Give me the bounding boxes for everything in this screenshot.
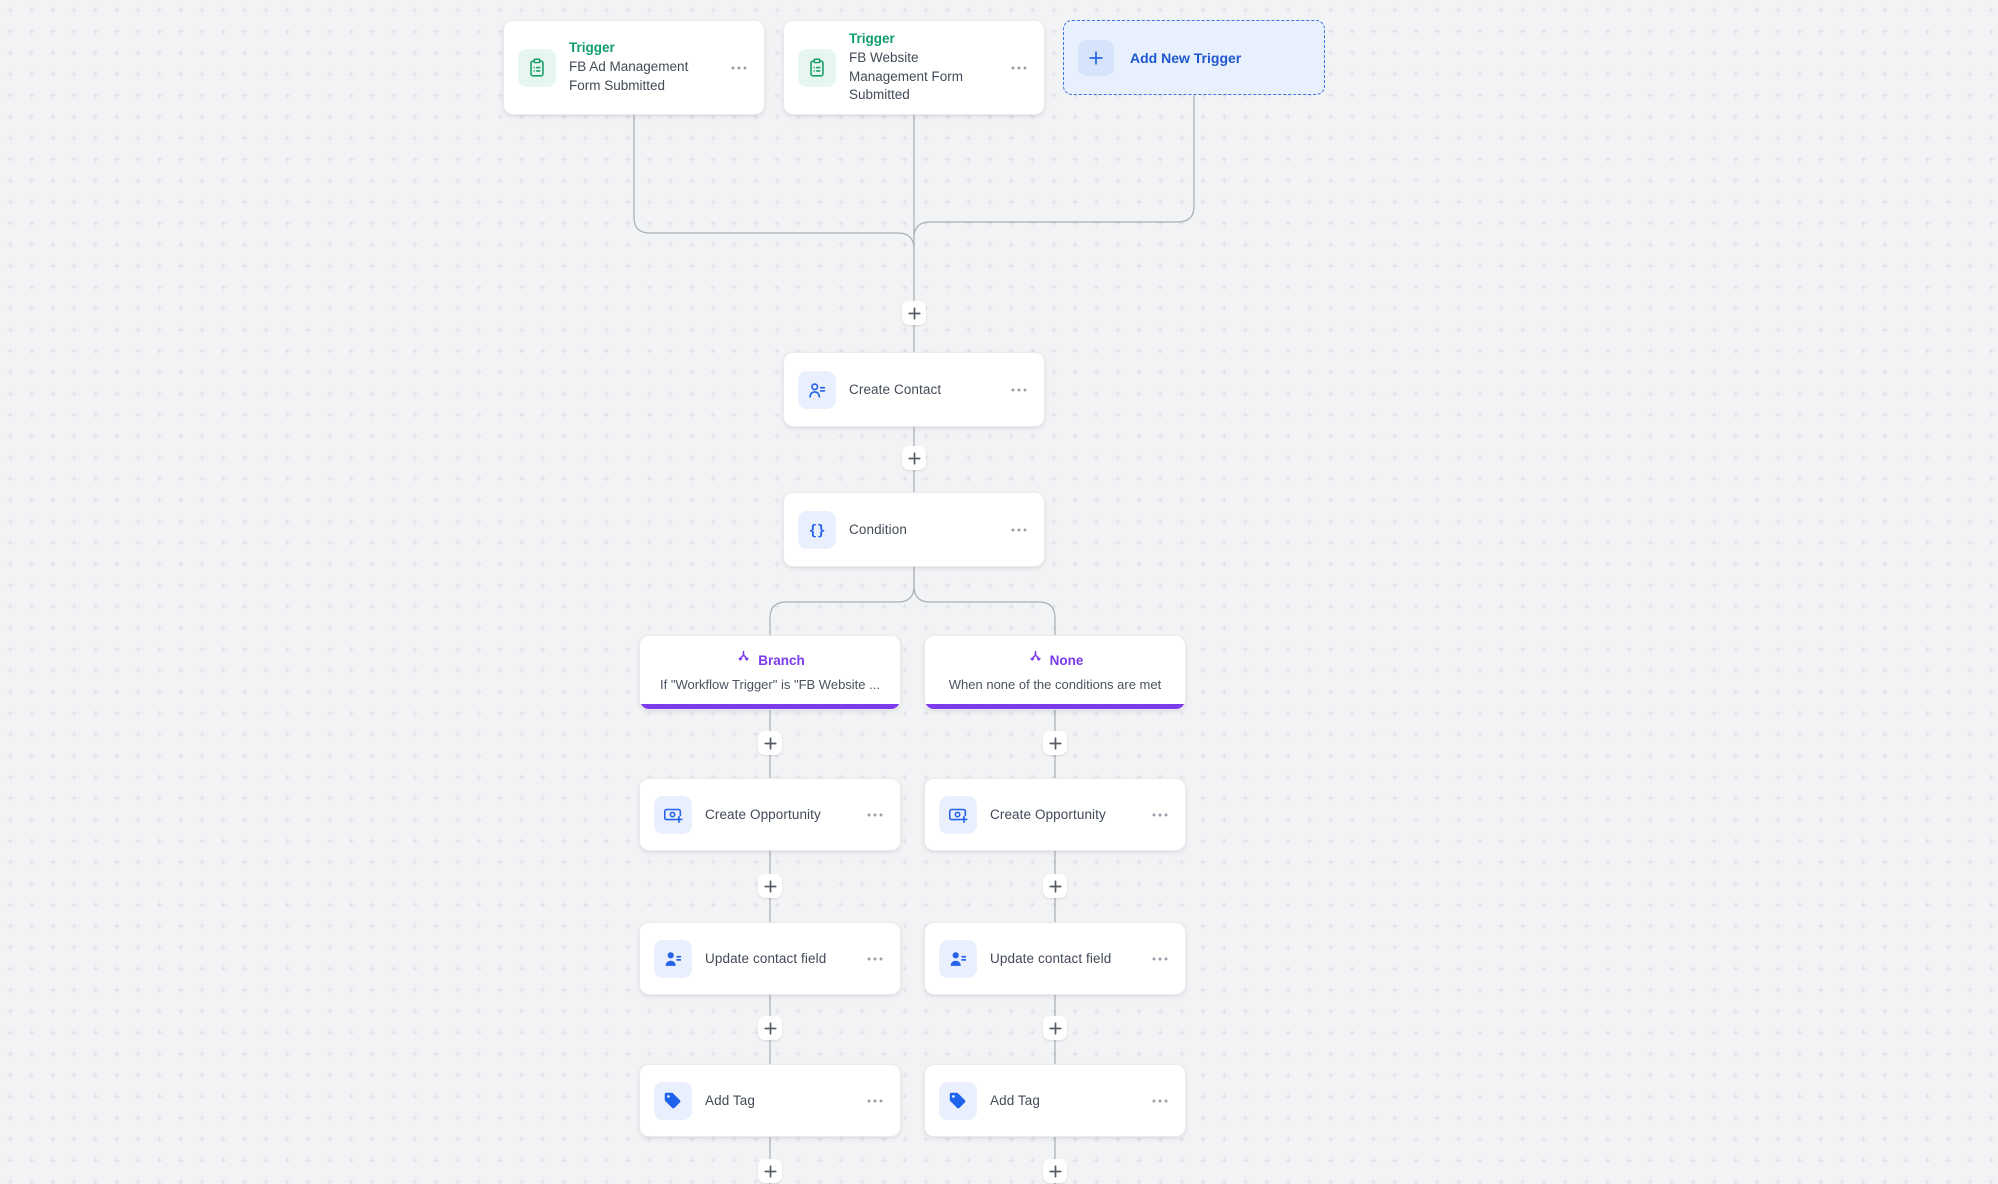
branch-title: None (1049, 652, 1084, 668)
node-label: Condition (849, 522, 907, 537)
add-step-button[interactable] (1043, 874, 1067, 898)
user-list-icon (798, 370, 836, 409)
add-new-trigger-button[interactable]: Add New Trigger (1063, 20, 1325, 95)
node-label: Add Tag (990, 1093, 1040, 1108)
branch-node[interactable]: Branch If "Workflow Trigger" is "FB Webs… (639, 635, 901, 710)
add-step-icon (1048, 1021, 1062, 1035)
add-step-button[interactable] (758, 1016, 782, 1040)
create-contact-node[interactable]: Create Contact (783, 352, 1045, 427)
more-options-button[interactable] (864, 952, 886, 966)
branch-accent-bar (925, 704, 1185, 709)
update-contact-field-node[interactable]: Update contact field (924, 922, 1186, 995)
add-step-icon (907, 306, 921, 320)
branch-accent-bar (640, 704, 900, 709)
trigger-badge: Trigger (849, 30, 895, 46)
add-step-icon (907, 451, 921, 465)
node-label: Add Tag (705, 1093, 755, 1108)
add-tag-node[interactable]: Add Tag (639, 1064, 901, 1137)
branch-subtitle: If "Workflow Trigger" is "FB Website ... (660, 677, 880, 692)
add-step-button[interactable] (902, 301, 926, 325)
trigger-name: FB Website Management Form Submitted (849, 49, 964, 103)
add-new-trigger-label: Add New Trigger (1130, 49, 1242, 66)
condition-node[interactable]: {} Condition (783, 492, 1045, 567)
node-label: Create Opportunity (990, 807, 1106, 822)
branch-icon (1027, 649, 1044, 671)
more-options-button[interactable] (1008, 61, 1030, 75)
trigger-name: FB Ad Management Form Submitted (569, 59, 689, 93)
more-options-button[interactable] (1149, 808, 1171, 822)
node-label: Create Opportunity (705, 807, 821, 822)
node-label: Update contact field (990, 951, 1112, 966)
tag-icon (654, 1081, 692, 1120)
add-step-icon (763, 879, 777, 893)
more-options-button[interactable] (1008, 523, 1030, 537)
trigger-node-fb-website[interactable]: Trigger FB Website Management Form Submi… (783, 20, 1045, 115)
none-branch-node[interactable]: None When none of the conditions are met (924, 635, 1186, 710)
add-step-button[interactable] (758, 874, 782, 898)
clipboard-icon (798, 48, 836, 87)
add-step-button[interactable] (1043, 731, 1067, 755)
update-contact-field-node[interactable]: Update contact field (639, 922, 901, 995)
user-filled-icon (654, 939, 692, 978)
node-label: Update contact field (705, 951, 827, 966)
add-step-icon (763, 1021, 777, 1035)
opportunity-icon (654, 795, 692, 834)
braces-icon: {} (798, 510, 836, 549)
create-opportunity-node[interactable]: Create Opportunity (924, 778, 1186, 851)
add-step-icon (1048, 879, 1062, 893)
add-step-button[interactable] (758, 731, 782, 755)
add-step-button[interactable] (1043, 1016, 1067, 1040)
svg-text:{}: {} (809, 523, 826, 539)
trigger-badge: Trigger (569, 40, 615, 56)
branch-subtitle: When none of the conditions are met (948, 677, 1162, 692)
add-step-icon (1048, 1164, 1062, 1178)
node-label: Create Contact (849, 382, 942, 397)
user-filled-icon (939, 939, 977, 978)
add-step-icon (1048, 736, 1062, 750)
opportunity-icon (939, 795, 977, 834)
add-step-button[interactable] (1043, 1159, 1067, 1183)
branch-icon (735, 649, 752, 671)
more-options-button[interactable] (1008, 383, 1030, 397)
branch-title: Branch (758, 652, 805, 668)
more-options-button[interactable] (728, 61, 750, 75)
add-step-icon (763, 736, 777, 750)
plus-icon (1078, 39, 1114, 76)
clipboard-icon (518, 48, 556, 87)
more-options-button[interactable] (1149, 952, 1171, 966)
trigger-node-fb-ad[interactable]: Trigger FB Ad Management Form Submitted (503, 20, 765, 115)
tag-icon (939, 1081, 977, 1120)
add-tag-node[interactable]: Add Tag (924, 1064, 1186, 1137)
more-options-button[interactable] (1149, 1094, 1171, 1108)
add-step-button[interactable] (758, 1159, 782, 1183)
add-step-button[interactable] (902, 446, 926, 470)
create-opportunity-node[interactable]: Create Opportunity (639, 778, 901, 851)
more-options-button[interactable] (864, 1094, 886, 1108)
add-step-icon (763, 1164, 777, 1178)
more-options-button[interactable] (864, 808, 886, 822)
